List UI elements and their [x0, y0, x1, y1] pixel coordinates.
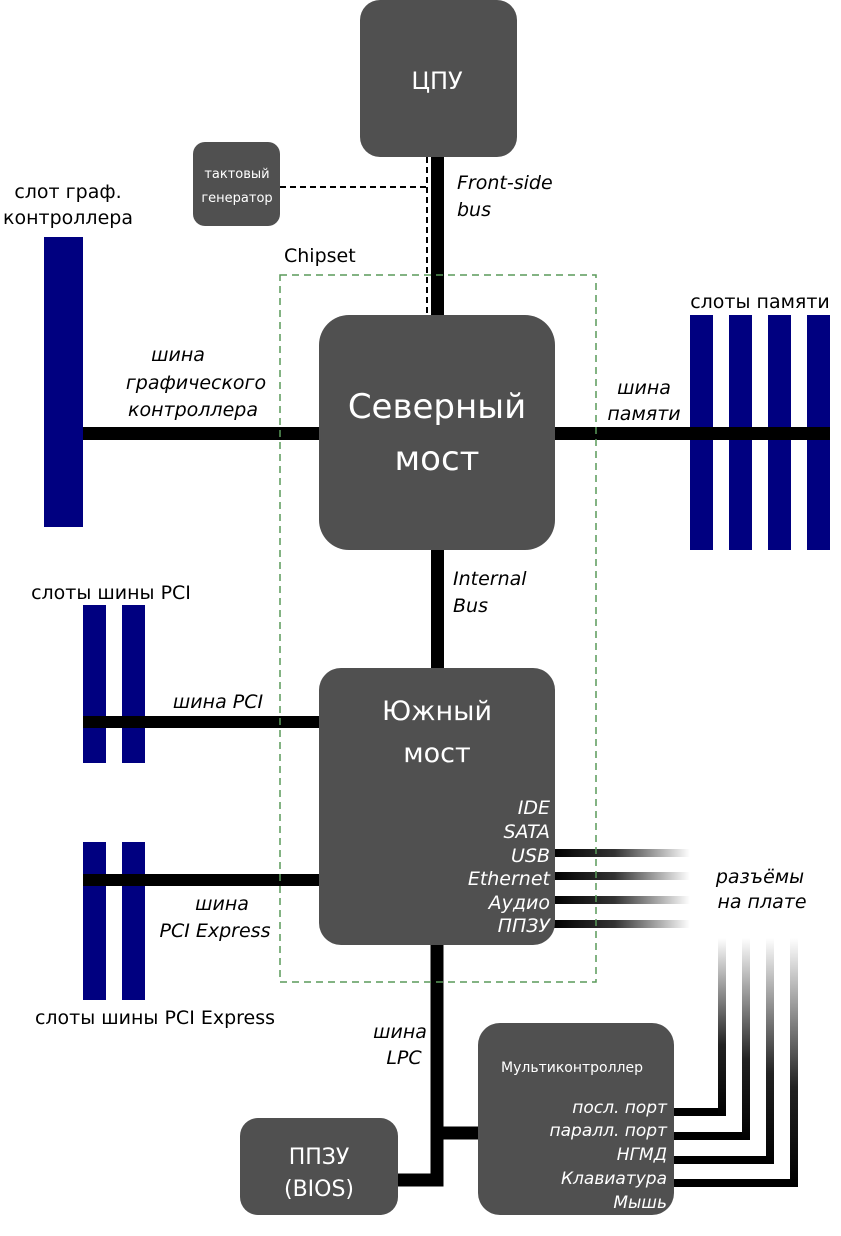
chipset-boundary: [279, 274, 597, 983]
memory-bus-label-1: шина: [617, 377, 671, 399]
onboard-connectors-label-1: разъёмы: [715, 866, 804, 888]
north-bridge-label-2: мост: [395, 439, 480, 479]
lpc-bus-label-1: шина: [373, 1021, 427, 1043]
pcie-slots-label: слоты шины PCI Express: [35, 1007, 275, 1029]
pci-bus-label: шина PCI: [173, 691, 264, 713]
north-bridge: Северный мост: [319, 315, 555, 550]
cpu-block: ЦПУ: [360, 0, 517, 157]
north-bridge-label-1: Северный: [348, 387, 526, 427]
port-audio: Аудио: [487, 892, 550, 914]
memory-slots-label: слоты памяти: [690, 291, 830, 313]
port-keyboard: Клавиатура: [561, 1169, 667, 1189]
bios-label-2: (BIOS): [284, 1177, 354, 1202]
pcie-bus-label-2: PCI Express: [160, 920, 271, 942]
front-side-bus: [431, 150, 444, 320]
multicontroller: Мультиконтроллер посл. порт паралл. порт…: [478, 1023, 674, 1215]
graphics-bus-line: [80, 427, 325, 440]
graphics-bus-label-1: шина: [151, 344, 205, 366]
bios-rom: ППЗУ (BIOS): [240, 1118, 398, 1215]
clock-line: [280, 157, 428, 315]
graphics-slot-label-2: контроллера: [3, 207, 133, 229]
lpc-bus-line: [395, 940, 482, 1187]
lpc-bus-label-2: LPC: [386, 1047, 422, 1069]
clock-generator: тактовый генератор: [193, 142, 280, 226]
port-ide: IDE: [518, 797, 550, 819]
south-bridge: Южный мост IDE SATA USB Ethernet Аудио П…: [319, 668, 555, 945]
memory-slots: [690, 315, 830, 550]
internal-bus-label-1: Internal: [453, 568, 527, 590]
graphics-slot-label-1: слот граф.: [14, 181, 121, 203]
memory-bus-label-2: памяти: [607, 403, 680, 425]
port-floppy: НГМД: [617, 1145, 667, 1165]
south-bridge-label-1: Южный: [382, 696, 492, 727]
graphics-slot: [44, 237, 83, 527]
fsb-label-2: bus: [457, 199, 491, 221]
port-mouse: Мышь: [613, 1193, 667, 1213]
clock-label-2: генератор: [201, 191, 272, 206]
bios-label-1: ППЗУ: [289, 1145, 350, 1170]
graphics-bus-label-2: графического: [126, 372, 266, 394]
pci-slots-label: слоты шины PCI: [31, 582, 191, 604]
port-serial: посл. порт: [572, 1098, 668, 1118]
port-ethernet: Ethernet: [468, 868, 552, 890]
onboard-connector-lines: [553, 849, 690, 928]
cpu-label: ЦПУ: [411, 67, 463, 95]
pcie-bus-label-1: шина: [195, 893, 249, 915]
clock-label-1: тактовый: [204, 167, 269, 182]
chipset-label: Chipset: [284, 245, 356, 267]
pcie-slots: [83, 842, 145, 1000]
port-usb: USB: [511, 845, 550, 867]
internal-bus-label-2: Bus: [453, 595, 488, 617]
multicontroller-label: Мультиконтроллер: [501, 1060, 643, 1076]
onboard-connectors-label-2: на плате: [717, 891, 806, 913]
multicontroller-lines: [670, 938, 798, 1187]
port-rom: ППЗУ: [498, 915, 552, 937]
pci-slots: [83, 605, 145, 763]
port-parallel: паралл. порт: [550, 1121, 669, 1141]
south-bridge-label-2: мост: [403, 738, 470, 769]
graphics-bus-label-3: контроллера: [128, 399, 258, 421]
fsb-label-1: Front-side: [457, 172, 553, 194]
internal-bus-line: [431, 545, 444, 675]
port-sata: SATA: [503, 821, 550, 843]
